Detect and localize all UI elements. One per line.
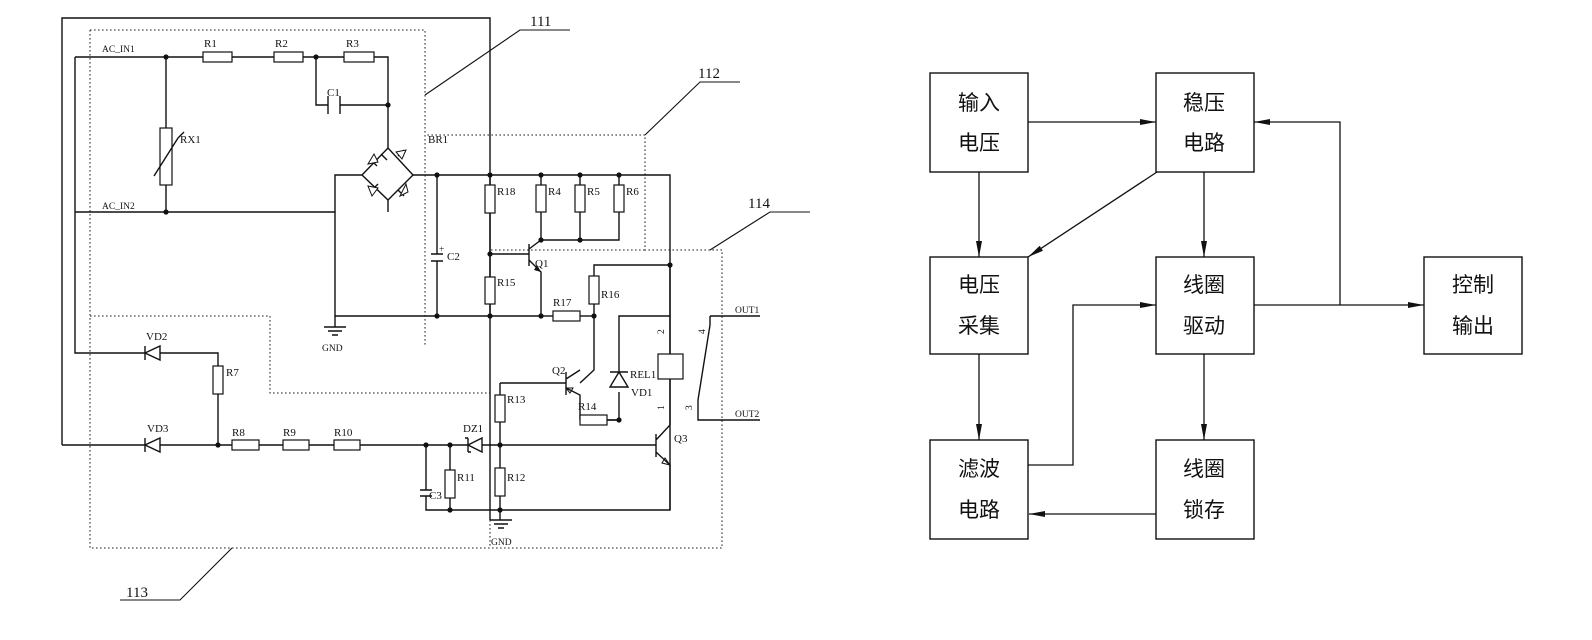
block-coil-latch: 线圈 锁存 (1155, 439, 1255, 540)
resistor-r10 (333, 439, 361, 451)
block-coil-drive: 线圈 驱动 (1155, 256, 1255, 355)
resistor-r12 (494, 467, 506, 497)
label-r1: R1 (204, 38, 217, 50)
relay-pin-2: 2 (657, 329, 667, 334)
block-filter: 滤波 电路 (929, 439, 1029, 540)
block-regulator: 稳压 电路 (1155, 72, 1255, 173)
label-r13: R13 (507, 394, 526, 406)
svg-text:电路: 电路 (1183, 131, 1225, 155)
callout-114: 114 (748, 196, 770, 212)
label-r7: R7 (226, 367, 239, 379)
transistor-q2 (500, 369, 581, 420)
label-dz1: DZ1 (463, 423, 483, 435)
resistor-r5 (574, 184, 586, 213)
block-control-output: 控制 输出 (1423, 256, 1523, 355)
resistor-r18 (484, 184, 496, 214)
transistor-q1 (490, 239, 542, 316)
label-vd2: VD2 (146, 331, 167, 343)
svg-text:+: + (439, 245, 444, 255)
label-rx1: RX1 (180, 134, 201, 146)
callout-113: 113 (126, 585, 148, 601)
svg-text:滤波: 滤波 (958, 457, 1000, 481)
label-c3: C3 (429, 490, 442, 502)
svg-text:线圈: 线圈 (1183, 273, 1225, 297)
resistor-r7 (212, 365, 224, 395)
label-vd3: VD3 (147, 423, 169, 435)
svg-text:采集: 采集 (958, 314, 1000, 338)
label-r2: R2 (275, 38, 288, 50)
label-r12: R12 (507, 472, 525, 484)
label-r18: R18 (497, 186, 516, 198)
svg-text:稳压: 稳压 (1183, 91, 1225, 115)
label-q3: Q3 (674, 433, 688, 445)
relay-pin-1: 1 (657, 405, 667, 410)
resistor-r9 (282, 439, 310, 451)
label-q2: Q2 (552, 365, 565, 377)
resistor-r8 (231, 439, 260, 451)
label-r17: R17 (553, 297, 572, 309)
resistor-r1 (202, 51, 233, 63)
label-gnd-top: GND (322, 344, 343, 354)
callout-leaders (120, 29, 810, 601)
label-gnd-bottom: GND (491, 538, 512, 548)
callout-111: 111 (530, 14, 551, 30)
resistor-r13 (494, 394, 506, 423)
label-r10: R10 (334, 427, 353, 439)
net-label-ac-in1: AC_IN1 (102, 45, 135, 55)
label-r3: R3 (346, 38, 359, 50)
net-label-ac-in2: AC_IN2 (102, 202, 135, 212)
label-q1: Q1 (535, 258, 548, 270)
label-r11: R11 (457, 472, 475, 484)
svg-text:驱动: 驱动 (1183, 314, 1225, 338)
resistor-r17 (552, 310, 581, 322)
label-r14: R14 (578, 401, 597, 413)
transistor-q3 (500, 424, 672, 510)
ac-in2-wire (75, 174, 362, 213)
label-c2: C2 (447, 251, 460, 263)
svg-text:电压: 电压 (958, 273, 1000, 297)
resistor-r3 (343, 51, 375, 63)
label-r5: R5 (587, 186, 600, 198)
svg-text:控制: 控制 (1452, 273, 1494, 297)
label-c1: C1 (327, 87, 340, 99)
label-rel1: REL1 (630, 369, 656, 381)
label-r15: R15 (497, 277, 516, 289)
resistor-r16 (588, 275, 600, 305)
relay-coil-rel1 (657, 353, 684, 380)
resistor-r15 (484, 276, 496, 305)
relay-pin-3: 3 (685, 405, 695, 410)
resistor-r2 (273, 51, 304, 63)
block-input-voltage: 输入 电压 (929, 72, 1029, 173)
resistor-r11 (444, 469, 456, 499)
module-outlines (89, 29, 723, 549)
callout-112: 112 (698, 66, 720, 82)
svg-text:锁存: 锁存 (1183, 498, 1225, 522)
block-diagram: 输入 电压 稳压 电路 电压 采集 线圈 驱动 控制 输出 滤波 电路 (929, 72, 1523, 540)
bridge-rectifier-br1 (361, 146, 437, 212)
label-r6: R6 (626, 186, 639, 198)
block-connections (976, 119, 1424, 517)
svg-text:线圈: 线圈 (1183, 457, 1225, 481)
resistor-r4 (535, 184, 547, 213)
net-label-out2: OUT2 (735, 410, 760, 420)
label-br1: BR1 (428, 134, 448, 146)
svg-text:输入: 输入 (958, 91, 1000, 115)
relay-pin-4: 4 (698, 329, 708, 334)
ac-in1-wire (75, 56, 389, 148)
label-r9: R9 (283, 427, 296, 439)
label-r4: R4 (548, 186, 561, 198)
net-label-out1: OUT1 (735, 306, 760, 316)
svg-text:输出: 输出 (1452, 314, 1494, 338)
label-r16: R16 (601, 289, 620, 301)
positive-rail (437, 174, 671, 511)
circuit-schematic: 111 112 113 114 (61, 14, 810, 601)
svg-text:电路: 电路 (958, 498, 1000, 522)
resistor-r14 (579, 414, 608, 426)
label-vd1: VD1 (631, 387, 652, 399)
block-voltage-sampling: 电压 采集 (929, 256, 1029, 355)
label-r8: R8 (232, 427, 245, 439)
resistor-r6 (613, 184, 625, 213)
svg-text:电压: 电压 (958, 131, 1000, 155)
